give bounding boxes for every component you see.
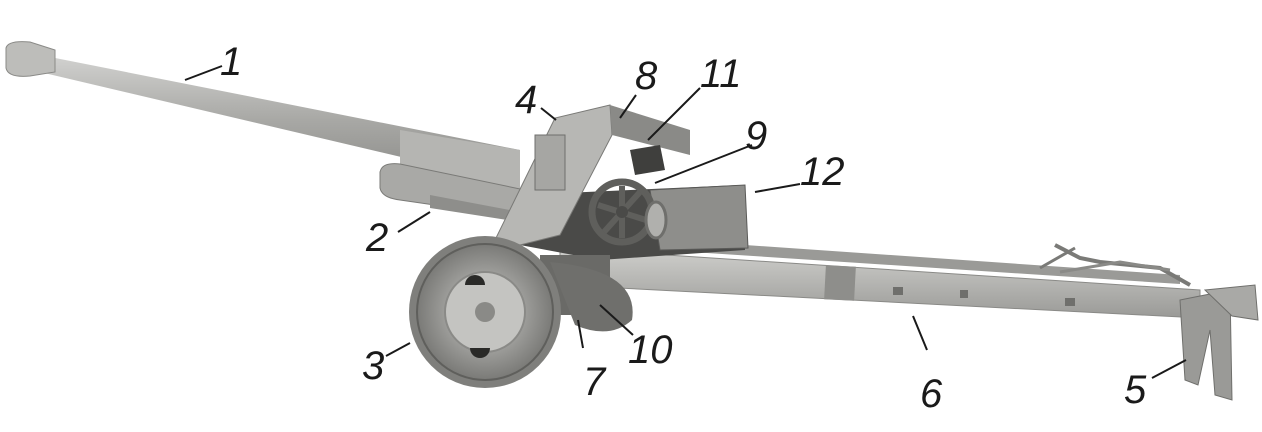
- label-8: 8: [635, 54, 658, 98]
- label-7: 7: [583, 360, 606, 404]
- label-11: 11: [700, 52, 742, 96]
- label-10: 10: [628, 328, 673, 372]
- label-4: 4: [515, 78, 538, 122]
- spade: [1179, 284, 1259, 401]
- label-9: 9: [745, 114, 768, 158]
- label-6: 6: [920, 372, 943, 416]
- leader-lines: [184, 65, 1187, 379]
- label-5: 5: [1124, 368, 1147, 412]
- wheel: [409, 236, 633, 388]
- label-1: 1: [220, 40, 243, 84]
- barrel: [5, 41, 520, 190]
- label-12: 12: [800, 150, 845, 194]
- label-2: 2: [366, 216, 389, 260]
- traverse-handwheel: [644, 200, 668, 240]
- label-3: 3: [362, 344, 385, 388]
